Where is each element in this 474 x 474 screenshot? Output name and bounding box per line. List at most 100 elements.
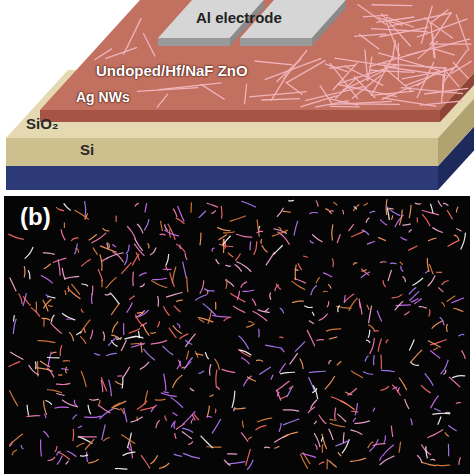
nanowire — [347, 388, 356, 395]
nanowire — [27, 405, 28, 416]
nanowire — [172, 375, 182, 388]
nanowire — [234, 407, 235, 411]
nanowire — [277, 208, 284, 217]
nanowire — [332, 258, 333, 267]
nanowire — [354, 421, 370, 424]
electrode-label: Al electrode — [196, 10, 282, 27]
nanowire — [108, 337, 117, 346]
nanowire — [283, 410, 299, 411]
nanowire — [441, 360, 449, 374]
sio2-front-face — [6, 138, 438, 166]
nanowire — [29, 365, 39, 375]
nanowire — [164, 374, 166, 391]
nanowire — [233, 306, 245, 313]
nanowire — [427, 430, 443, 438]
nanowire — [417, 217, 418, 222]
nanowire — [123, 323, 124, 335]
nanowire — [223, 236, 231, 245]
nanowire — [112, 244, 116, 247]
nanowire — [18, 293, 22, 304]
nanowire — [121, 262, 131, 274]
nanowire — [363, 15, 388, 17]
nanowire — [456, 402, 461, 404]
nanowire — [269, 292, 271, 299]
nanowire — [106, 353, 116, 355]
al-pad-front — [158, 38, 230, 46]
nanowire — [417, 71, 438, 86]
nanowire — [210, 395, 214, 397]
nanowire — [175, 433, 176, 439]
nanowire — [422, 210, 439, 215]
nanowire — [429, 309, 430, 316]
nanowire — [207, 416, 212, 417]
nanowire — [434, 408, 441, 411]
nanowire — [145, 391, 148, 405]
nanowire — [368, 57, 372, 80]
nanowire — [402, 276, 405, 282]
nanowire — [48, 296, 56, 298]
nanowire — [219, 234, 227, 239]
nanowire — [124, 408, 127, 422]
nanowire — [461, 350, 465, 359]
nanowire — [383, 280, 385, 287]
nanowire — [234, 407, 246, 409]
nanowire — [342, 210, 343, 214]
nanowire — [235, 265, 242, 272]
nanowire — [391, 215, 392, 219]
nanowire — [338, 452, 341, 456]
nanowire — [64, 223, 65, 228]
nanowire — [156, 420, 160, 428]
nanowire — [387, 208, 389, 220]
nanowire — [48, 305, 53, 306]
nanowire — [141, 455, 150, 468]
nanowire — [265, 58, 322, 79]
nanowire — [168, 224, 176, 240]
nanowire — [56, 383, 70, 384]
nanowire — [329, 429, 333, 440]
nanowire — [166, 254, 169, 266]
nanowire — [415, 203, 421, 205]
nanowire — [404, 311, 409, 315]
nanowire — [62, 313, 75, 320]
nanowire — [392, 387, 397, 389]
nanowire — [329, 361, 332, 365]
nanowire — [359, 34, 379, 49]
nanowire — [113, 403, 121, 408]
nanowire — [367, 305, 369, 310]
nanowire — [105, 47, 137, 58]
nanowire — [80, 455, 88, 456]
nanowire — [188, 441, 192, 444]
nanowire — [436, 272, 442, 273]
nanowire — [259, 367, 270, 374]
nanowire — [292, 281, 306, 290]
nanowire — [241, 201, 256, 207]
nanowire — [283, 432, 298, 438]
nanowire — [265, 345, 282, 348]
nanowire — [89, 234, 97, 240]
nanowire — [44, 414, 46, 418]
nanowire — [366, 340, 370, 343]
al-pad-front — [240, 38, 312, 46]
nanowire — [310, 240, 314, 243]
nanowire — [45, 400, 51, 404]
nanowire — [221, 206, 223, 219]
nanowire — [279, 363, 285, 373]
nanowire — [75, 210, 89, 220]
nanowire — [328, 284, 331, 288]
nanowire — [424, 88, 468, 94]
nanowire — [129, 328, 140, 333]
nanowire — [225, 265, 231, 266]
nanowire — [405, 399, 409, 409]
nanowire — [55, 446, 57, 452]
nanowire — [171, 397, 183, 408]
nanowire — [121, 340, 126, 351]
nanowire — [195, 295, 207, 301]
nanowire — [323, 273, 332, 277]
nanowire — [205, 352, 208, 359]
nanowire — [150, 332, 156, 334]
nanowire — [344, 295, 346, 303]
nanowire — [349, 224, 354, 231]
nanowire — [441, 302, 444, 307]
al-pad-side — [312, 0, 346, 46]
nanowire — [381, 370, 395, 371]
